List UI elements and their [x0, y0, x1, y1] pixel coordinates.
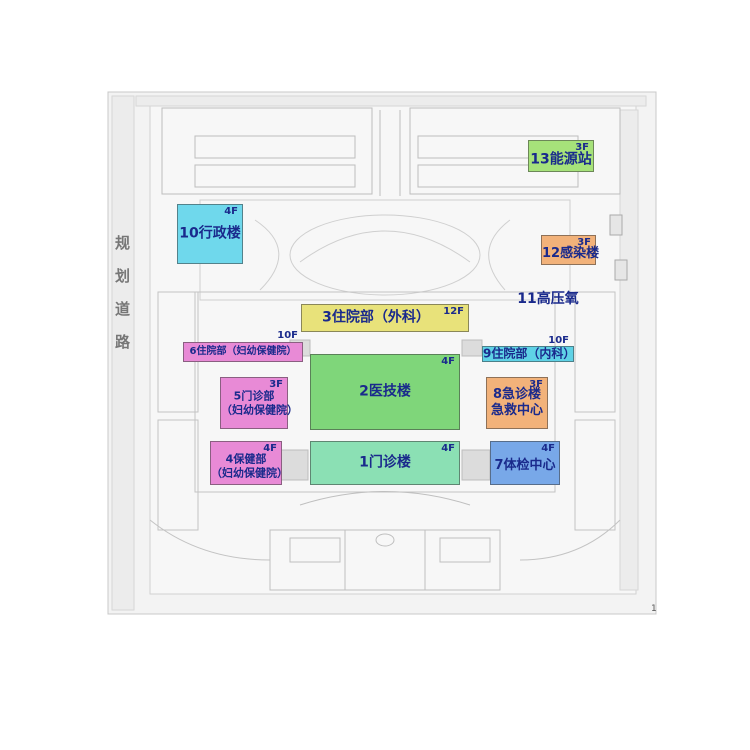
floors-label: 10F — [548, 335, 569, 346]
building-name-line1: 4保健部 — [225, 452, 267, 466]
building-name: 9住院部（内科） — [483, 346, 576, 361]
floors-label: 4F — [441, 443, 455, 454]
building-2-medical-tech[interactable]: 4F 2医技楼 — [310, 354, 460, 430]
floors-label: 4F — [541, 443, 555, 454]
building-name: 12感染楼 — [542, 246, 600, 262]
building-name-line2: 急救中心 — [490, 403, 543, 418]
building-name: 10行政楼 — [179, 225, 241, 242]
building-5-outpatient-maternal[interactable]: 3F 5门诊部 （妇幼保健院） — [220, 377, 298, 429]
building-name: 11高压氧 — [517, 291, 579, 307]
road-label: 规划道路 — [113, 235, 131, 367]
building-13-energy-station[interactable]: 3F 13能源站 — [528, 140, 594, 172]
building-name-line1: 8急诊楼 — [492, 386, 542, 402]
floors-label: 3F — [529, 379, 543, 390]
floors-label: 3F — [577, 237, 591, 248]
building-name: 1门诊楼 — [359, 454, 411, 471]
floors-label: 4F — [263, 443, 277, 454]
building-name: 2医技楼 — [359, 383, 411, 400]
building-4-health-care-maternal[interactable]: 4F 4保健部 （妇幼保健院） — [210, 441, 288, 485]
building-name: 13能源站 — [530, 150, 592, 167]
corner-mark: 1 — [651, 604, 657, 614]
floors-label: 4F — [224, 206, 238, 217]
building-name: 7体检中心 — [494, 458, 556, 474]
building-name: 4保健部 （妇幼保健院） — [211, 452, 288, 481]
building-name: 3住院部（外科） — [322, 309, 430, 326]
building-name-line1: 5门诊部 — [233, 389, 275, 403]
floors-label: 10F — [277, 330, 298, 341]
floors-label: 12F — [443, 306, 464, 317]
building-3-inpatient-surgery[interactable]: 12F 3住院部（外科） — [301, 304, 469, 332]
building-12-infection[interactable]: 3F 12感染楼 — [541, 235, 600, 265]
floors-label: 4F — [441, 356, 455, 367]
building-name: 6住院部（妇幼保健院） — [189, 345, 297, 357]
building-11-hyperbaric-oxygen[interactable]: 11高压氧 — [516, 288, 580, 308]
building-name-line2: （妇幼保健院） — [211, 466, 288, 480]
building-name: 8急诊楼 急救中心 — [487, 387, 547, 420]
floors-label: 3F — [269, 379, 283, 390]
floors-label: 3F — [575, 142, 589, 153]
building-1-outpatient[interactable]: 4F 1门诊楼 — [310, 441, 460, 485]
building-name: 5门诊部 （妇幼保健院） — [221, 389, 298, 417]
building-name-line2: （妇幼保健院） — [221, 403, 298, 416]
building-6-inpatient-maternal[interactable]: 10F 6住院部（妇幼保健院） — [183, 330, 303, 362]
building-7-physical-exam[interactable]: 4F 7体检中心 — [490, 441, 560, 485]
building-8-emergency[interactable]: 3F 8急诊楼 急救中心 — [486, 377, 548, 429]
building-10-admin[interactable]: 4F 10行政楼 — [177, 204, 243, 264]
building-9-inpatient-internal[interactable]: 10F 9住院部（内科） — [482, 335, 576, 362]
